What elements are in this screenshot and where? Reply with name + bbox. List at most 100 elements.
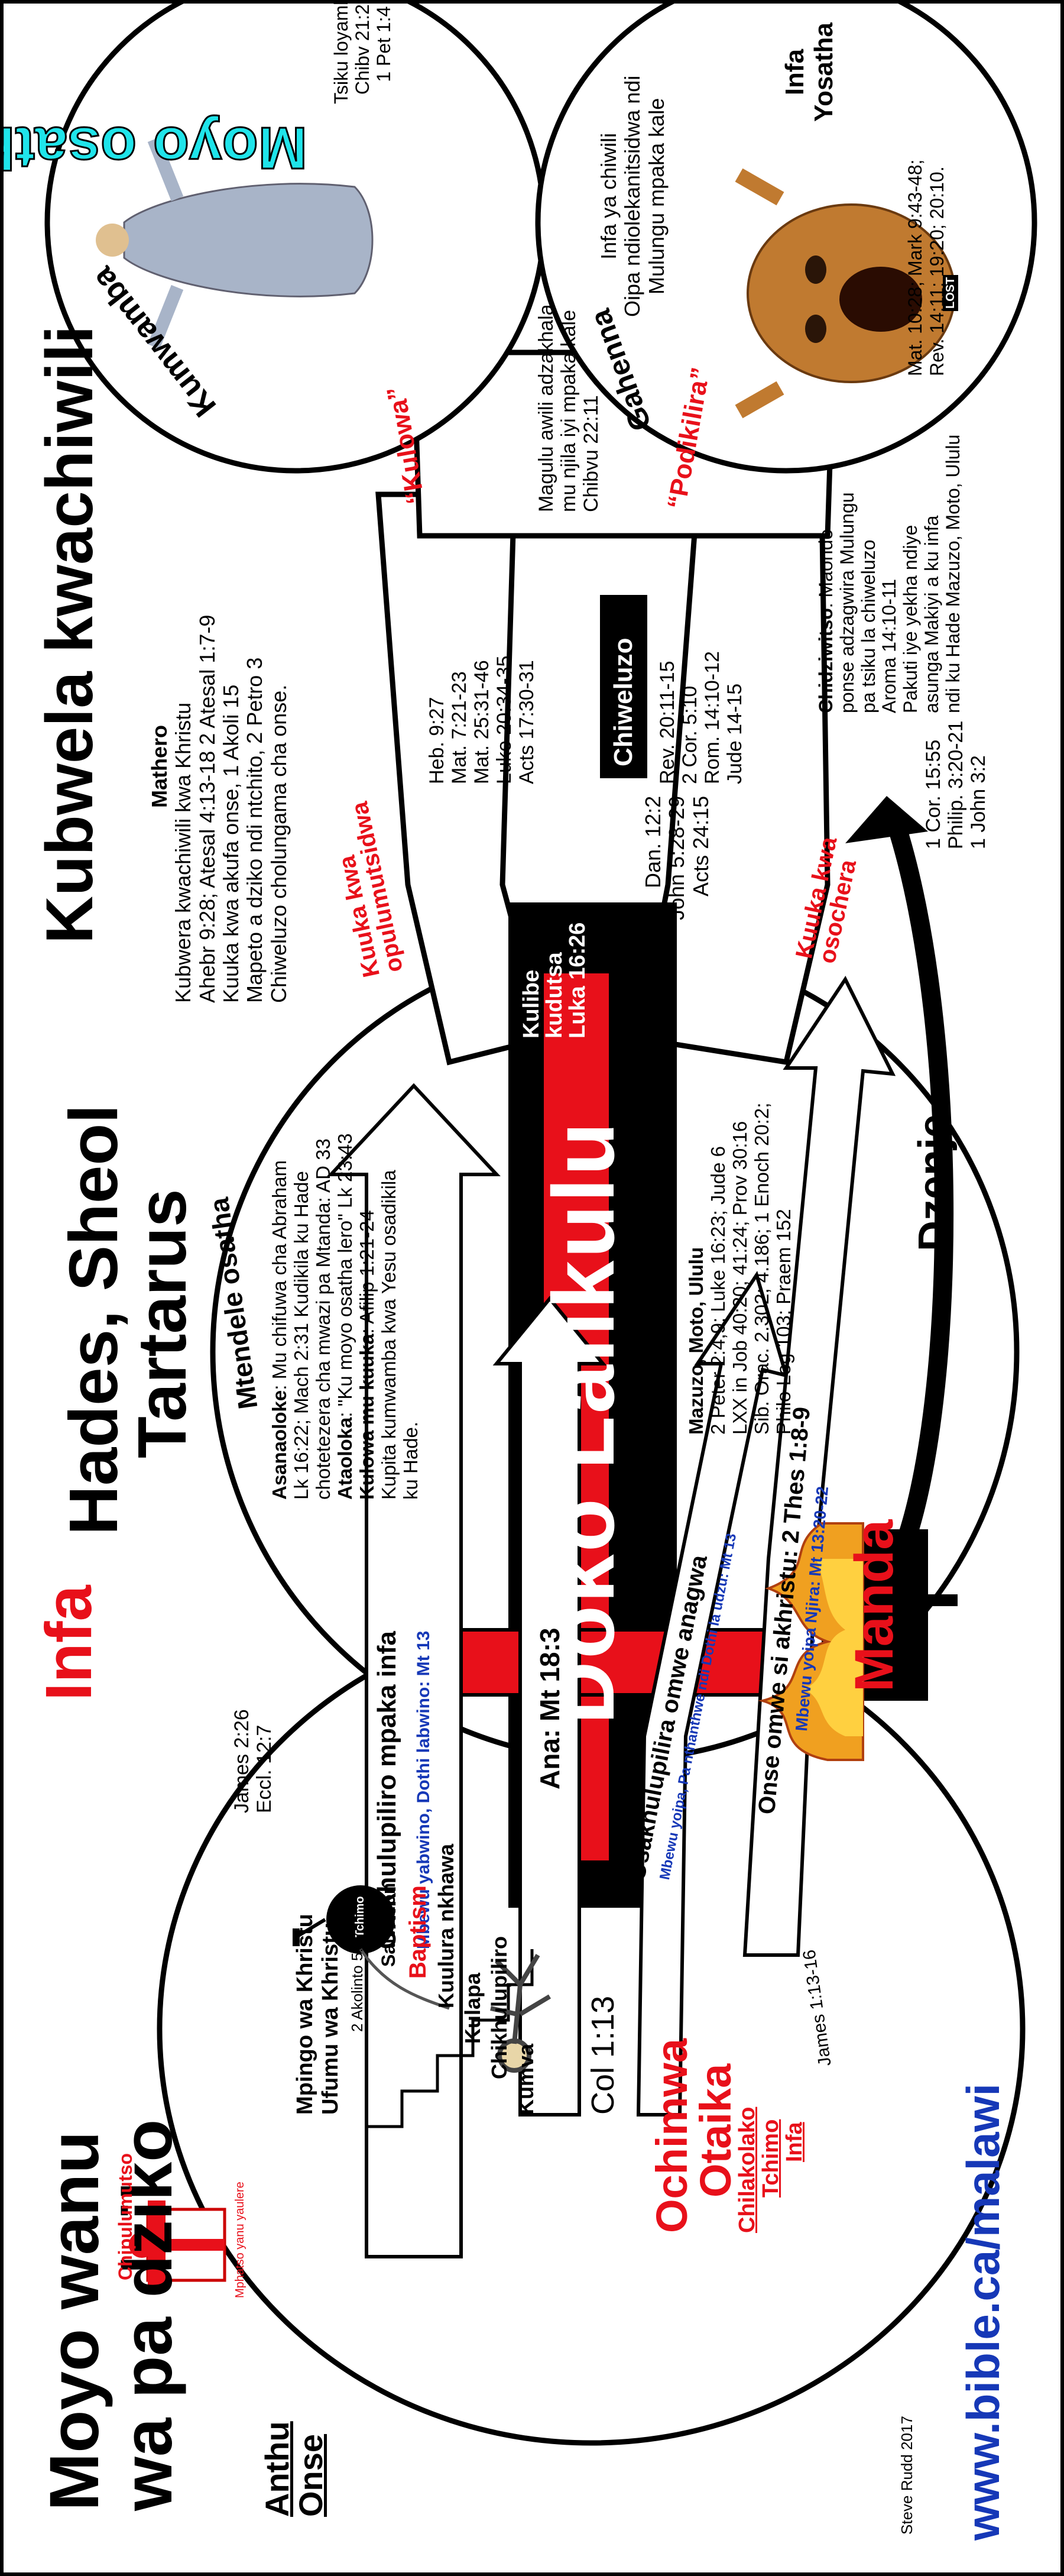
gift-bottom-label: Mphatso yanu yaulere (233, 2182, 246, 2298)
rev-ref-3: Jude 14-15 (724, 683, 747, 784)
dan-refs: Dan. 12:2 John 5:28-29 Acts 24:15 (641, 796, 713, 920)
mathero-line-3: Kuuka kwa akufa onse, 1 Akoli 15 (218, 684, 243, 1003)
manda-label: Manda (844, 1519, 904, 1692)
website-link[interactable]: www.bible.ca/malawi (957, 2083, 1009, 2541)
anthu-line-2: Onse (292, 2433, 330, 2517)
mazuzo-l2: LXX in Job 40:20; 41:24; Prov 30:16 (728, 1121, 751, 1435)
mathero-label: Mathero (147, 724, 171, 808)
chiweluzo-label: Chiweluzo (609, 637, 638, 766)
akolinto-ref: 2 Akolinto 5:17 (348, 1931, 366, 2032)
mathero-line-5: Chiweluzo cholungama cha onse. (266, 684, 291, 1003)
salvation-label: Salvation (378, 1882, 399, 1967)
tsiku-line-3: 1 Pet 1:4 (372, 6, 394, 82)
col-ref: Col 1:13 (585, 1995, 621, 2115)
chidziwitso-l5: Pakuti iye yekha ndiye (900, 525, 922, 713)
credit-text: Steve Rudd 2017 (898, 2416, 916, 2535)
cor-refs: 1 Cor. 15:55 Philip. 3:20-21 1 John 3:2 (922, 721, 990, 849)
ochimwa-line-1: Ochimwa (647, 2038, 696, 2233)
infa-chiwili-line-1: Infa ya chiwili (596, 132, 621, 260)
mtendele-l7: ku Hade. (399, 1421, 421, 1500)
hades-line-2: Tartarus (124, 1189, 200, 1458)
chiweluzo-bar (600, 595, 647, 778)
tsiku-block: Tsiku loyamba Chibv 21:25 1 Pet 1:4 (330, 0, 394, 104)
baptism-step: Baptism (405, 1885, 431, 1979)
rev-ref-2: Rom. 14:10-12 (701, 651, 724, 784)
mtendele-l1a: Asanaoloke (268, 1390, 290, 1500)
hades-title: Hades, Sheol Tartarus (55, 1104, 200, 1535)
ochimwa-label: Ochimwa Otaika (647, 2038, 740, 2233)
chidziwitso-l6: asunga Makiyi a ku infa (921, 515, 943, 713)
dzenje-label: Dzenje (910, 1114, 958, 1251)
heb-ref-2: Mat. 25:31-46 (471, 660, 494, 784)
arrow-ana (492, 1296, 607, 2117)
infa-chiwili-line-3: Mulungu mpaka kale (644, 98, 669, 295)
mtendele-l4b: : "Ku moyo osatha lero" Lk 23:43 (333, 1133, 356, 1418)
manda-curve-arrow (868, 810, 954, 1607)
chidziwitso-a: Chidziwitso (815, 608, 836, 713)
mat-ref-1: Mat. 10:28; Mark 9:43-48; (904, 159, 926, 376)
arrow-mid (636, 1270, 789, 2117)
rev-ref-0: Rev. 20:11-15 (656, 661, 679, 784)
kuulura-step: Kuulura nkhawa (434, 1843, 458, 2008)
mazuzo-title: Mazuzo, Moto, Ululu (685, 1247, 707, 1435)
mtendele-l6: Kupita kumwamba kwa Yesu osadikila (377, 1170, 400, 1500)
cor-ref-2: Philip. 3:20-21 (945, 720, 968, 849)
mpingo-line-2: Ufumu wa Khristu (317, 1922, 343, 2115)
heb-refs: Heb. 9:27 Mat. 7:21-23 Mat. 25:31-46 Luk… (426, 656, 538, 784)
gift-side-label: Chipulumutso (115, 2153, 136, 2280)
mazuzo-l3: Sib. Orac. 2.302; 4.186; 1 Enoch 20:2; (750, 1102, 773, 1435)
rev-ref-1: 2 Cor. 5:10 (679, 685, 702, 784)
kumva-step: Kumva (514, 2043, 538, 2115)
rev-refs: Rev. 20:11-15 2 Cor. 5:10 Rom. 14:10-12 … (656, 651, 746, 784)
gift-icon (129, 2200, 226, 2289)
kulibe-line-3: Luka 16:26 (565, 922, 590, 1038)
flames-icon (758, 1522, 864, 1761)
cor-ref-3: 1 John 3:2 (967, 755, 990, 849)
mtendele-l3: chotetezera cha mwazi pa Mtanda: AD 33 (312, 1138, 334, 1500)
heb-ref-3: Luke 20:34-35 (493, 655, 516, 784)
ana-label: Ana: Mt 18:3 (534, 1627, 565, 1789)
infa-label: Infa (33, 1585, 105, 1701)
heb-ref-4: Acts 17:30-31 (515, 660, 539, 784)
mpingo-line-1: Mpingo wa Khristu (293, 1914, 317, 2115)
mtendele-l5a: Kulowa mu kuuka (355, 1334, 378, 1500)
mazuzo-l4: Philo Leg 103; Praem 152 (772, 1209, 794, 1435)
mat-ref-2: Rev. 14:11; 19:20; 20:10. (926, 166, 948, 376)
mathero-line-2: Ahebr 9:28; Atesal 4:13-18 2 Atesal 1:7-… (194, 614, 219, 1003)
mathero-block: Mathero Kubwera kwachiwili kwa Khristu A… (147, 614, 291, 1003)
mazuzo-block: Mazuzo, Moto, Ululu 2 Peter 2:4,9; Luke … (685, 1102, 795, 1435)
infa-yosatha: Infa Yosatha (780, 22, 839, 122)
chilakolako-block: Chilakolako Tchimo Infa (735, 2106, 807, 2233)
kulibe-kudutsa: Kulibe kudutsa Luka 16:26 (519, 922, 590, 1038)
chilak-line-1: Chilakolako (735, 2106, 760, 2233)
moyo-osatha-label: Moyo osatha (0, 114, 309, 182)
chidziwitso-l4: Aroma 14:10-11 (878, 578, 900, 713)
mpingo-label: Mpingo wa Khristu Ufumu wa Khristu (293, 1914, 343, 2115)
anthu-line-1: Anthu (258, 2421, 296, 2517)
chilak-line-2: Tchimo (758, 2119, 783, 2198)
infa-yosatha-1: Infa (780, 48, 809, 96)
infa-ref-1: James 2:26 (231, 1709, 253, 1813)
chilak-line-3: Infa (781, 2122, 807, 2162)
magulu-line-1: Magulu awili adzakhala (535, 304, 557, 512)
staircase (366, 1949, 534, 2128)
hades-line-1: Hades, Sheol (55, 1104, 132, 1535)
manda-arrow-head (845, 796, 928, 843)
acts-ref: Acts 24:15 (688, 795, 713, 897)
infa-yosatha-2: Yosatha (809, 22, 839, 122)
chidziwitso-block: Chidziwitso: Maondo ponse adzagwira Mulu… (815, 434, 964, 713)
dan-ref: Dan. 12:2 (641, 795, 665, 888)
chidziwitso-l7: ndi ku Hade Mazuzo, Moto, Ululu (942, 434, 964, 713)
chidziwitso-l3: pa tsiku la chiweluzo (857, 539, 879, 713)
ochimwa-line-2: Otaika (691, 2063, 740, 2198)
mtendele-l2: Lk 16:22; Mach 2:31 Kudikila ku Hade (290, 1171, 312, 1500)
cor-ref-1: 1 Cor. 15:55 (922, 739, 945, 849)
magulu-line-2: mu njila iyi mpaka kale (557, 309, 580, 512)
anthu-onse-label: Anthu Onse (258, 2421, 330, 2517)
infa-ref-2: Eccl. 12:7 (253, 1724, 276, 1813)
heb-ref-0: Heb. 9:27 (426, 697, 448, 784)
mat-refs: Mat. 10:28; Mark 9:43-48; Rev. 14:11; 19… (904, 160, 948, 376)
kulapa-step: Kulapa (460, 1972, 485, 2044)
